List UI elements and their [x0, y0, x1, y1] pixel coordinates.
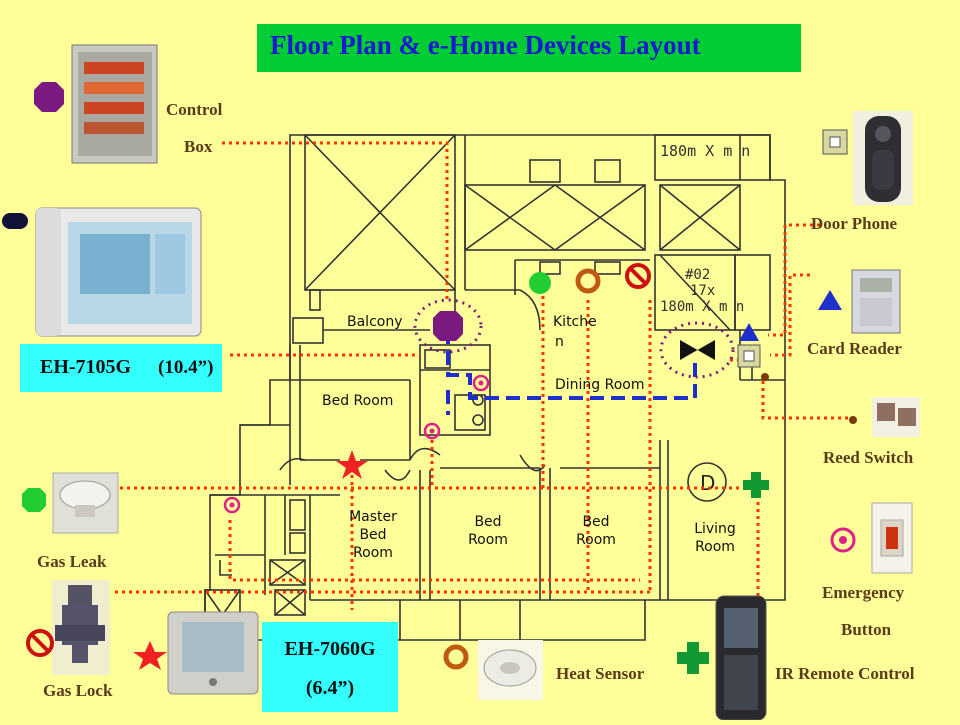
- page-title: Floor Plan & e-Home Devices Layout: [270, 30, 701, 60]
- room-dining: Dining Room: [555, 377, 645, 393]
- green-octagon-icon: [22, 488, 46, 512]
- room-living: Living Room: [680, 520, 750, 556]
- door-phone-photo: [853, 111, 913, 205]
- small-panel-size: (6.4”): [305, 677, 355, 699]
- plus-icon: [677, 642, 709, 674]
- room-master-bed: Master Bed Room: [335, 508, 411, 562]
- plus-icon-plan: [743, 472, 769, 498]
- lift-2-label-2: 17x: [690, 283, 715, 299]
- card-reader-label: Card Reader: [807, 339, 902, 358]
- room-kitchen-2: n: [555, 334, 564, 350]
- wire-control-box: [222, 141, 449, 300]
- square-target-icon: [822, 129, 848, 155]
- room-master-bed-line2: Bed: [359, 527, 387, 543]
- gas-lock-photo: [52, 580, 110, 675]
- concentric-circle-icon-plan-3: [223, 496, 241, 514]
- room-master-bed-line3: Room: [353, 545, 393, 561]
- small-panel-model: EH-7060G: [284, 638, 376, 660]
- card-reader-photo: [851, 269, 901, 334]
- bowtie-icon: [680, 340, 715, 360]
- concentric-circle-icon: [830, 527, 856, 553]
- heat-sensor-label: Heat Sensor: [556, 664, 645, 683]
- gas-lock-label: Gas Lock: [43, 681, 113, 700]
- title-banner: [257, 24, 801, 72]
- large-panel-photo: [35, 207, 202, 337]
- room-living-line1: Living: [694, 521, 736, 537]
- bus-line: [446, 330, 697, 415]
- heat-sensor-photo: [478, 640, 543, 700]
- dot-icon-plan: [761, 373, 769, 381]
- octagon-icon: [433, 311, 463, 341]
- emergency-button-label-2: Button: [841, 620, 892, 639]
- reed-switch-photo: [872, 397, 920, 437]
- room-bed-1: Bed Room: [322, 393, 394, 409]
- lift-2-label-1: #02: [685, 267, 710, 283]
- room-kitchen-1: Kitche: [553, 314, 597, 330]
- room-bed-3-line1: Bed: [582, 514, 610, 530]
- door-phone-label: Door Phone: [811, 214, 898, 233]
- floor-plan: [204, 134, 786, 641]
- room-bed-2: Bed Room: [456, 513, 520, 549]
- ir-remote-photo: [715, 595, 767, 721]
- room-master-bed-line1: Master: [349, 509, 397, 525]
- large-panel-label: EH-7105G (10.4”): [20, 344, 222, 392]
- triangle-icon: [818, 290, 842, 310]
- gas-leak-symbol-plan: [529, 272, 551, 294]
- small-panel-label: EH-7060G (6.4”): [262, 622, 398, 712]
- concentric-circle-icon-plan-2: [423, 422, 441, 440]
- room-bed-3: Bed Room: [564, 513, 628, 549]
- wire-reed-switch: [761, 380, 855, 420]
- room-balcony: Balcony: [347, 314, 403, 330]
- door-label: D: [700, 471, 715, 495]
- star-icon: [133, 641, 167, 670]
- room-bed-2-line1: Bed: [474, 514, 502, 530]
- triangle-icon-plan: [739, 323, 759, 341]
- large-panel-model: EH-7105G: [40, 356, 132, 378]
- control-box-photo: [71, 44, 158, 164]
- ring-icon: [443, 644, 469, 670]
- no-entry-icon-plan: [625, 263, 651, 289]
- star-icon-plan: [336, 450, 368, 479]
- room-living-line2: Room: [695, 539, 735, 555]
- ir-remote-label: IR Remote Control: [775, 664, 915, 683]
- gas-leak-photo: [52, 472, 119, 534]
- room-bed-3-line2: Room: [576, 532, 616, 548]
- tab-icon: [2, 213, 28, 229]
- concentric-circle-icon-plan-1: [472, 374, 490, 392]
- large-panel-size: (10.4”): [158, 357, 214, 378]
- lift-2-label-3: 180m X m n: [660, 299, 744, 315]
- receiver-ring: [659, 321, 735, 379]
- square-target-icon-plan: [737, 344, 761, 368]
- control-box-label-1: Control: [166, 100, 223, 119]
- heat-sensor-symbol-plan: [575, 268, 601, 294]
- wire-door-phone: [768, 223, 820, 337]
- control-box-ring: [413, 298, 483, 354]
- gas-leak-label: Gas Leak: [37, 552, 107, 571]
- control-box-label-2: Box: [184, 137, 213, 156]
- wiring: [115, 141, 855, 610]
- octagon-icon: [34, 82, 64, 112]
- reed-switch-label: Reed Switch: [823, 448, 914, 467]
- emergency-button-photo: [871, 502, 913, 574]
- small-panel-photo: [167, 611, 259, 695]
- dot-icon: [849, 416, 857, 424]
- wire-card-reader: [770, 273, 810, 357]
- no-entry-icon: [26, 629, 54, 657]
- room-bed-2-line2: Room: [468, 532, 508, 548]
- emergency-button-label-1: Emergency: [822, 583, 905, 602]
- lift-1-label: 180m X m n: [660, 142, 750, 160]
